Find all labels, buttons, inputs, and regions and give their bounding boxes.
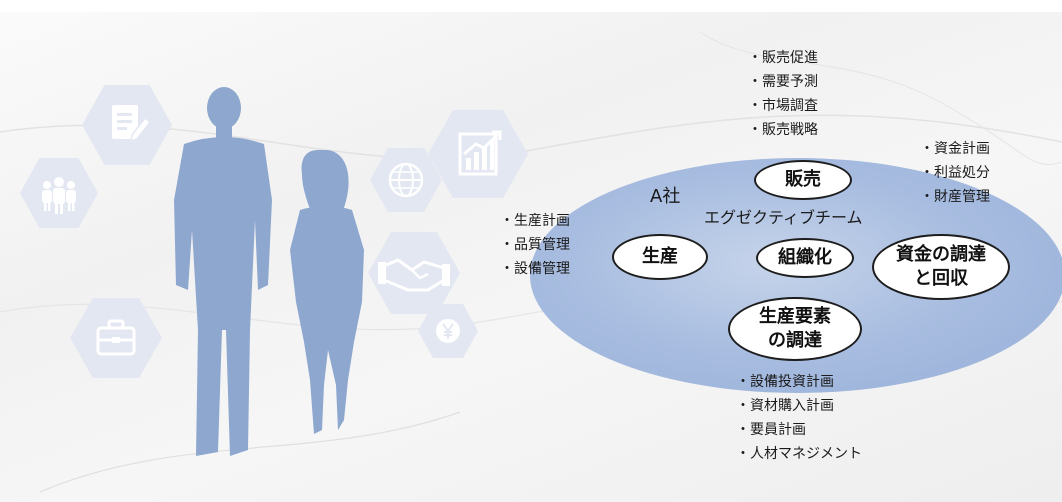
top-band [0,0,1062,12]
company-label: A社 [650,186,681,207]
toolbox-icon [70,298,162,378]
globe-icon [370,148,442,212]
document-edit-icon [82,85,172,165]
list-item: 品質管理 [500,233,570,257]
procurement-task-list: 設備投資計画 資材購入計画 要員計画 人材マネジメント [736,370,862,466]
node-finance: 資金の調達 と回収 [872,234,1010,300]
production-task-list: 生産計画 品質管理 設備管理 [500,209,570,281]
finance-task-list: 資金計画 利益処分 財産管理 [920,137,990,209]
sales-task-list: 販売促進 需要予測 市場調査 販売戦略 [748,46,818,142]
list-item: 販売促進 [748,46,818,70]
list-item: 市場調査 [748,94,818,118]
list-item: 資材購入計画 [736,394,862,418]
node-sales: 販売 [754,160,852,200]
list-item: 設備投資計画 [736,370,862,394]
list-item: 資金計画 [920,137,990,161]
list-item: 販売戦略 [748,118,818,142]
yen-icon [418,304,478,358]
list-item: 要員計画 [736,418,862,442]
list-item: 設備管理 [500,257,570,281]
list-item: 人材マネジメント [736,442,862,466]
node-procurement: 生産要素 の調達 [728,297,862,361]
list-item: 利益処分 [920,161,990,185]
list-item: 生産計画 [500,209,570,233]
team-icon [20,158,98,228]
node-production: 生産 [612,234,708,280]
executive-team-label: エグゼクティブチーム [704,208,863,227]
business-people-silhouette [174,87,364,456]
handshake-icon [368,232,460,314]
list-item: 財産管理 [920,185,990,209]
node-organization: 組織化 [756,238,854,278]
list-item: 需要予測 [748,70,818,94]
